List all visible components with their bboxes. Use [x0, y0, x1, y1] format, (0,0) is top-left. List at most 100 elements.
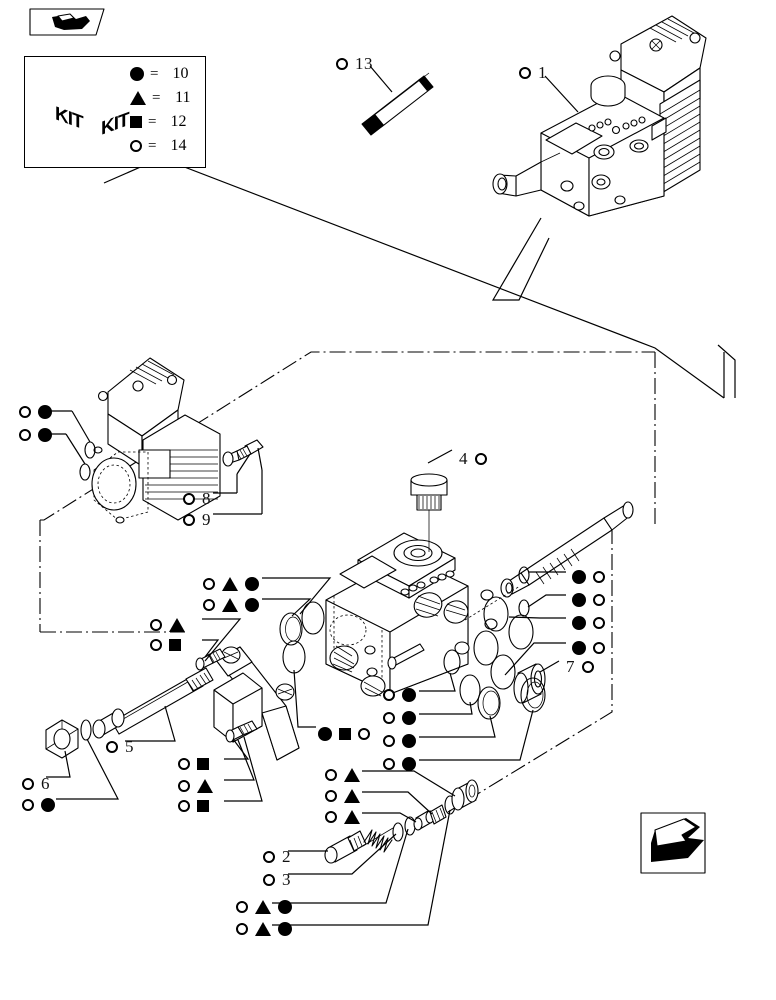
legend-row-14: = 14	[130, 138, 190, 154]
open-circle-icon	[358, 728, 370, 740]
spool-shaft-right	[464, 501, 634, 621]
part-marker-group	[572, 616, 605, 630]
open-circle-icon	[325, 790, 337, 802]
part-marker-group	[325, 810, 360, 824]
legend-rows: = 10 = 11 = 12 = 14	[130, 66, 190, 154]
bracket-bolt-upper	[195, 648, 226, 671]
hand-page-turn-icon	[29, 8, 105, 36]
open-circle-icon	[383, 712, 395, 724]
legend-equals: =	[148, 137, 157, 154]
filled-circle-icon	[245, 598, 259, 612]
legend-equals: =	[148, 113, 157, 130]
open-circle-icon	[178, 758, 190, 770]
part-marker-group	[19, 428, 52, 442]
open-circle-icon	[236, 901, 248, 913]
part-marker-group	[325, 768, 360, 782]
part-number-label: 9	[202, 510, 211, 529]
relief-cartridge	[324, 779, 479, 864]
open-circle-icon	[150, 619, 162, 631]
part-marker-group	[22, 798, 55, 812]
legend-box	[24, 56, 206, 168]
part-callout-7: 7	[566, 658, 594, 675]
open-circle-icon	[22, 777, 34, 790]
open-circle-icon	[203, 599, 215, 611]
filled-triangle-icon	[255, 900, 271, 914]
filled-triangle-icon	[222, 577, 238, 591]
part-callout-3: 3	[263, 871, 291, 888]
part-marker-group	[178, 800, 209, 812]
legend-value: 11	[175, 89, 191, 106]
filled-circle-icon	[278, 922, 292, 936]
part-marker-group	[383, 688, 416, 702]
open-circle-icon	[383, 758, 395, 770]
open-circle-icon	[325, 769, 337, 781]
part-number-label: 13	[355, 54, 373, 73]
part-number-label: 6	[41, 774, 50, 793]
part-number-label: 7	[566, 657, 575, 676]
part-marker-group	[178, 758, 209, 770]
open-circle-icon	[519, 66, 531, 79]
open-circle-icon	[593, 594, 605, 606]
filled-circle-icon	[402, 711, 416, 725]
part-number-label: 3	[282, 870, 291, 889]
open-circle-icon	[106, 740, 118, 753]
filled-triangle-icon	[222, 598, 238, 612]
part-callout-8: 8	[183, 490, 211, 507]
part-marker-group	[383, 711, 416, 725]
filled-circle-icon	[278, 900, 292, 914]
part-13-rod	[361, 65, 434, 136]
filled-square-icon	[339, 728, 351, 740]
part-marker-group	[383, 734, 416, 748]
open-circle-icon	[150, 639, 162, 651]
open-circle-icon	[203, 578, 215, 590]
filled-square-icon	[130, 116, 142, 128]
part-marker-group	[572, 641, 605, 655]
open-circle-icon	[183, 513, 195, 526]
part-marker-group	[150, 639, 181, 651]
open-circle-icon	[593, 642, 605, 654]
legend-value: 12	[170, 113, 187, 130]
washer-9	[213, 447, 263, 515]
filled-circle-icon	[402, 734, 416, 748]
open-circle-icon	[130, 140, 142, 152]
part-callout-9: 9	[183, 511, 211, 528]
legend-row-12: = 12	[130, 114, 190, 130]
open-circle-icon	[383, 735, 395, 747]
open-circle-icon	[475, 452, 487, 465]
part-callout-6: 6	[22, 775, 50, 792]
open-circle-icon	[22, 799, 34, 811]
legend-equals: =	[152, 89, 161, 106]
part-marker-group	[203, 577, 259, 591]
part-callout-2: 2	[263, 848, 291, 865]
filled-square-icon	[197, 800, 209, 812]
part-callout-13: 13	[336, 55, 373, 72]
part-callout-1: 1	[519, 64, 547, 81]
part-marker-group	[236, 900, 292, 914]
bracket-bolt-lower	[225, 720, 258, 743]
part-marker-group	[203, 598, 259, 612]
part-number-label: 8	[202, 489, 211, 508]
part-1-valve-assembly	[492, 15, 707, 217]
open-circle-icon	[263, 873, 275, 886]
open-circle-icon	[178, 780, 190, 792]
filled-circle-icon	[38, 428, 52, 442]
open-circle-icon	[183, 492, 195, 505]
open-circle-icon	[263, 850, 275, 863]
part-number-label: 4	[459, 449, 468, 468]
filled-circle-icon	[572, 570, 586, 584]
legend-row-11: = 11	[130, 90, 190, 106]
filled-square-icon	[197, 758, 209, 770]
part-marker-group	[383, 757, 416, 771]
part-marker-group	[178, 779, 213, 793]
rod-yoke-assembly	[45, 601, 325, 761]
filled-square-icon	[169, 639, 181, 651]
filled-triangle-icon	[255, 922, 271, 936]
part-marker-group	[19, 405, 52, 419]
part-marker-group	[572, 593, 605, 607]
filled-circle-icon	[245, 577, 259, 591]
filled-triangle-icon	[197, 779, 213, 793]
legend-row-10: = 10	[130, 66, 190, 82]
part-marker-group	[150, 618, 185, 632]
